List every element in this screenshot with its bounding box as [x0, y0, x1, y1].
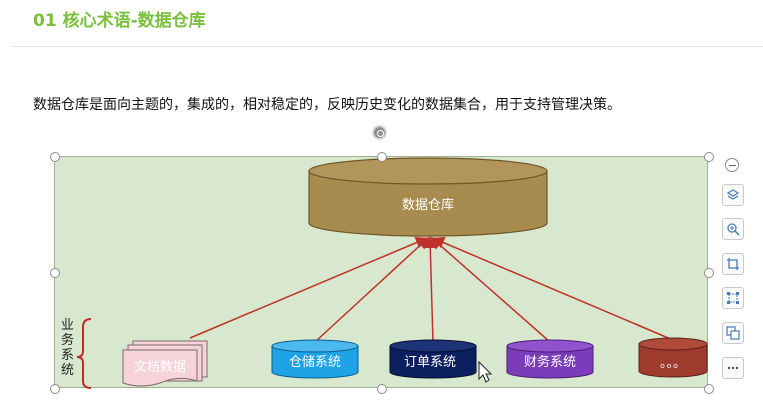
resize-handle-top-center[interactable] — [377, 152, 387, 162]
arrow-finance-sys — [430, 237, 551, 343]
resize-handle-middle-left[interactable] — [50, 268, 60, 278]
source-warehouse-sys: 仓储系统 — [271, 339, 359, 379]
crop-icon — [727, 258, 739, 270]
arrow-docs — [189, 236, 428, 339]
crop-button[interactable] — [722, 253, 744, 275]
data-warehouse-diagram: 数据仓库 业务系统 文档数据 仓储系统 订单系统 — [61, 157, 708, 389]
mouse-cursor-icon — [478, 360, 493, 383]
zoom-in-icon — [727, 223, 740, 236]
source-docs: 文档数据 — [122, 340, 208, 387]
more-button[interactable] — [722, 357, 744, 379]
layers-icon — [726, 189, 740, 200]
description-text: 数据仓库是面向主题的，集成的，相对稳定的，反映历史变化的数据集合，用于支持管理决… — [33, 97, 621, 113]
source-docs-label: 文档数据 — [134, 360, 186, 375]
source-finance-sys: 财务系统 — [506, 339, 594, 379]
heading-divider — [12, 46, 763, 47]
collapse-toolbar-button[interactable] — [725, 158, 739, 172]
diagram-canvas[interactable]: 数据仓库 业务系统 文档数据 仓储系统 订单系统 — [54, 156, 708, 389]
arrow-warehouse-sys — [314, 236, 430, 343]
resize-handle-top-right[interactable] — [704, 152, 714, 162]
replace-icon — [726, 326, 740, 340]
shape-edit-button[interactable] — [722, 287, 744, 309]
layers-button[interactable] — [722, 184, 744, 206]
source-order-sys-label: 订单系统 — [404, 355, 456, 370]
source-warehouse-sys-label: 仓储系统 — [289, 355, 341, 370]
source-finance-sys-label: 财务系统 — [524, 354, 576, 370]
resize-handle-bottom-left[interactable] — [50, 384, 60, 394]
warehouse-label: 数据仓库 — [402, 197, 454, 213]
resize-handle-bottom-right[interactable] — [704, 384, 714, 394]
section-heading: 01 核心术语-数据仓库 — [33, 11, 206, 31]
arrow-other-sys — [432, 236, 674, 341]
resize-handle-top-left[interactable] — [50, 152, 60, 162]
arrows — [189, 236, 674, 343]
resize-handle-middle-right[interactable] — [704, 268, 714, 278]
source-other: 。。。 — [638, 337, 708, 378]
warehouse-cylinder: 数据仓库 — [308, 157, 548, 237]
resize-handle-bottom-center[interactable] — [377, 384, 387, 394]
business-systems-group: 业务系统 — [61, 318, 92, 389]
more-icon — [727, 366, 739, 370]
replace-button[interactable] — [722, 322, 744, 344]
source-other-label: 。。。 — [660, 356, 686, 371]
group-label: 业务系统 — [61, 318, 74, 378]
zoom-button[interactable] — [722, 218, 744, 240]
source-order-sys: 订单系统 — [389, 339, 477, 379]
rotate-handle-icon[interactable] — [372, 125, 387, 140]
arrow-order-sys — [424, 236, 437, 343]
shape-edit-icon — [727, 292, 739, 304]
